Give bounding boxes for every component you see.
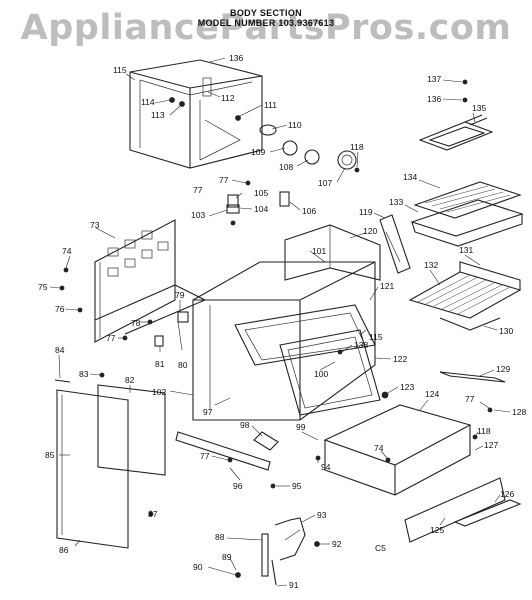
rack-guide-130 [439,317,501,331]
callout-127: 127 [484,440,498,450]
callout-77d: 77 [465,394,475,404]
watermark: AppliancePartsPros.com [20,8,512,48]
callout-88: 88 [215,532,225,542]
broil-element-135 [418,79,494,151]
callout-130: 130 [499,326,513,336]
callout-136b: 136 [427,94,441,104]
callout-103: 103 [191,210,205,220]
callout-137: 137 [427,74,441,84]
callout-135: 135 [472,103,486,113]
callout-104: 104 [254,204,268,214]
callout-73: 73 [90,220,100,230]
bake-element-grommets [259,124,360,173]
callout-84: 84 [55,345,65,355]
callout-109: 109 [251,147,265,157]
callout-79: 79 [175,290,185,300]
callout-111: 111 [264,100,277,110]
callout-74: 74 [62,246,72,256]
oven-liner-115 [129,59,263,169]
callout-77e: 77 [200,451,210,461]
callout-95: 95 [292,481,302,491]
callout-74b: 74 [374,443,384,453]
callout-77b: 77 [193,185,203,195]
door-hinge-93 [235,517,320,586]
callout-122: 122 [393,354,407,364]
callout-92: 92 [332,539,342,549]
callout-91: 91 [289,580,299,590]
callouts: 136 115 114 113 112 111 110 109 108 107 … [38,53,526,590]
side-panel-73 [94,219,207,343]
callout-75: 75 [38,282,48,292]
range-cabinet-body [192,224,381,421]
callout-115: 115 [113,65,127,75]
callout-80: 80 [178,360,188,370]
drawer-front-125 [404,477,506,543]
callout-124: 124 [425,389,439,399]
diagram-title: BODY SECTION [230,8,302,18]
callout-125: 125 [430,525,444,535]
callout-132: 132 [424,260,438,270]
model-number: MODEL NUMBER 103.9367613 [197,18,335,28]
callout-113: 113 [151,110,165,120]
callout-128: 128 [512,407,526,417]
broiler-pan-133 [410,199,524,247]
callout-120: 120 [363,226,377,236]
callout-99: 99 [296,422,306,432]
callout-98: 98 [240,420,250,430]
callout-138: 138 [354,340,368,350]
callout-90: 90 [193,562,203,572]
drawer-slides [381,371,522,527]
callout-77: 77 [219,175,229,185]
callout-112: 112 [221,93,235,103]
callout-83: 83 [79,369,89,379]
callout-126: 126 [500,489,514,499]
callout-129: 129 [496,364,510,374]
callout-101: 101 [312,246,326,256]
callout-78: 78 [131,318,141,328]
callout-131: 131 [459,245,473,255]
callout-96: 96 [233,481,243,491]
callout-121: 121 [380,281,394,291]
callout-82: 82 [125,375,135,385]
callout-107: 107 [318,178,332,188]
page-code: C5 [375,543,386,553]
oven-rack-132 [408,261,522,319]
callout-87: 87 [148,509,158,519]
callout-114: 114 [141,97,155,107]
callout-115b: 115 [369,332,383,342]
callout-93: 93 [317,510,327,520]
callout-100: 100 [314,369,328,379]
callout-108: 108 [279,162,293,172]
callout-89: 89 [222,552,232,562]
callout-77c: 77 [106,333,116,343]
callout-123: 123 [400,382,414,392]
callout-136: 136 [229,53,243,63]
callout-85: 85 [45,450,55,460]
door-frame-100 [279,329,381,416]
base-rail-96 [175,431,321,489]
side-panel-82 [97,384,166,476]
callout-110: 110 [288,120,302,130]
callout-118: 118 [350,142,364,152]
callout-97: 97 [203,407,213,417]
callout-86: 86 [59,545,69,555]
callout-102: 102 [152,387,166,397]
callout-105: 105 [254,188,268,198]
callout-134: 134 [403,172,417,182]
storage-drawer-124 [323,404,472,496]
callout-119: 119 [359,207,373,217]
switch-parts [122,311,189,347]
side-panel-85 [56,389,154,549]
vent-duct-119 [379,214,411,274]
callout-76: 76 [55,304,65,314]
broiler-pan-grid-134 [413,181,522,219]
callout-94: 94 [321,462,331,472]
callout-106: 106 [302,206,316,216]
callout-133: 133 [389,197,403,207]
small-brackets [226,180,290,226]
callout-81: 81 [155,359,165,369]
callout-118b: 118 [477,426,491,436]
